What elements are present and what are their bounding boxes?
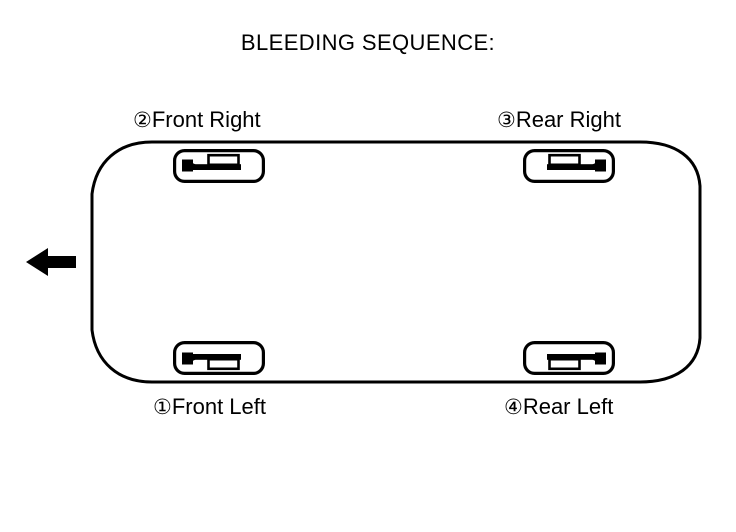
- brake-assembly-front-left[interactable]: [173, 341, 265, 375]
- page-title: BLEEDING SEQUENCE:: [240, 30, 496, 55]
- brake-assembly-rear-left[interactable]: [522, 341, 616, 375]
- brake-assembly-front-right[interactable]: [173, 149, 265, 183]
- wheel-label-front-left: ①Front Left: [153, 394, 266, 419]
- wheel-label-rear-right: ③Rear Right: [497, 107, 621, 132]
- sequence-number-rear-left: ④: [504, 396, 523, 419]
- sequence-number-front-left: ①: [153, 396, 172, 419]
- position-text-rear-left: Rear Left: [522, 394, 614, 419]
- position-text-front-left: Front Left: [171, 394, 266, 419]
- sequence-number-front-right: ②: [133, 109, 152, 132]
- position-text-rear-right: Rear Right: [515, 107, 621, 132]
- brake-assembly-rear-right[interactable]: [522, 149, 616, 183]
- vehicle-forward-direction-arrow: [26, 248, 76, 276]
- sequence-number-rear-right: ③: [497, 109, 516, 132]
- wheel-label-rear-left: ④Rear Left: [504, 394, 614, 419]
- wheel-label-front-right: ②Front Right: [133, 107, 261, 132]
- vehicle-body-outline: [90, 140, 702, 384]
- position-text-front-right: Front Right: [151, 107, 261, 132]
